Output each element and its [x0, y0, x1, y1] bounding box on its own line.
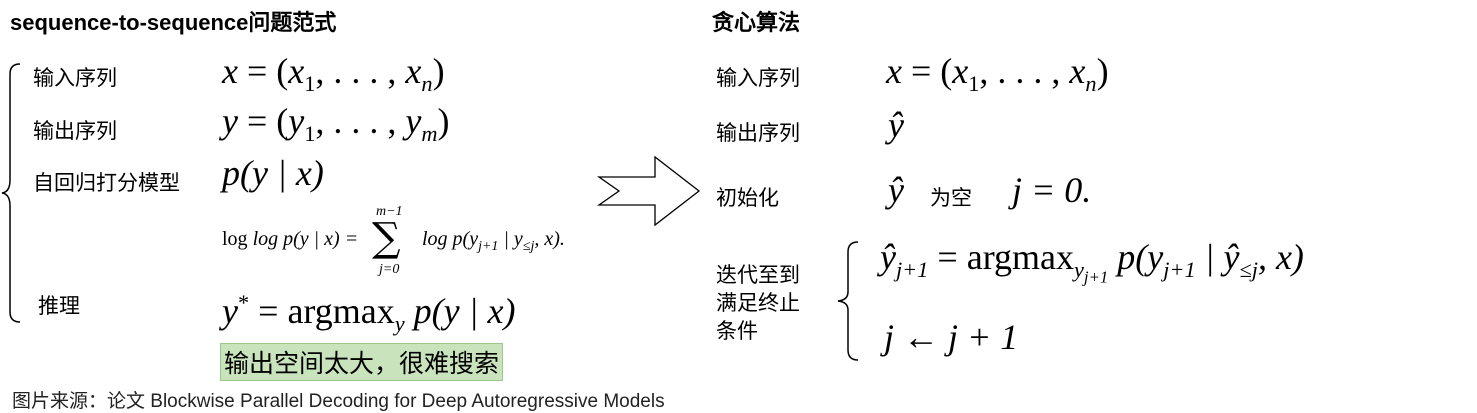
index-increment-formula: j ← j + 1	[884, 317, 1019, 357]
greedy-input-label: 输入序列	[716, 67, 800, 90]
image-source-caption: 图片来源：论文 Blockwise Parallel Decoding for …	[12, 391, 665, 412]
model-label: 自回归打分模型	[33, 172, 180, 195]
right-title: 贪心算法	[712, 10, 801, 35]
greedy-output-formula: ŷ	[888, 105, 904, 145]
sum-rhs: log p(yj+1 | y≤j, x).	[422, 228, 565, 254]
sum-lower: j=0	[379, 262, 400, 277]
init-index-formula: j = 0.	[1012, 170, 1092, 210]
left-title: sequence-to-sequence问题范式	[10, 10, 337, 35]
input-seq-label: 输入序列	[33, 67, 117, 90]
output-seq-formula: y = (y1, . . . , ym)	[222, 101, 450, 147]
input-seq-formula: x = (x1, . . . , xn)	[222, 51, 445, 97]
output-seq-label: 输出序列	[33, 120, 117, 143]
sum-lhs: log log p(y | x) =	[222, 228, 359, 250]
inference-label: 推理	[38, 295, 80, 318]
inference-formula: y* = argmaxy p(y | x)	[222, 290, 516, 337]
model-formula: p(y | x)	[222, 153, 324, 193]
init-empty-text: 为空	[930, 187, 972, 210]
greedy-output-label: 输出序列	[716, 122, 800, 145]
init-label: 初始化	[716, 187, 779, 210]
right-arrow-icon	[596, 155, 701, 227]
argmax-update-formula: ŷj+1 = argmaxyj+1 p(yj+1 | ŷ≤j, x)	[880, 237, 1304, 287]
log-likelihood-formula: log log p(y | x) = m−1 ∑ j=0 log p(yj+1 …	[222, 204, 642, 284]
sum-upper: m−1	[376, 204, 403, 219]
loop-condition-label: 迭代至到 满足终止 条件	[716, 264, 800, 343]
right-brace-icon	[837, 241, 859, 361]
sum-sigma-icon: ∑	[372, 215, 401, 261]
left-brace-icon	[1, 63, 21, 323]
search-difficulty-note: 输出空间太大，很难搜索	[220, 343, 504, 381]
greedy-input-formula: x = (x1, . . . , xn)	[886, 51, 1109, 97]
init-formula: ŷ	[888, 170, 904, 210]
